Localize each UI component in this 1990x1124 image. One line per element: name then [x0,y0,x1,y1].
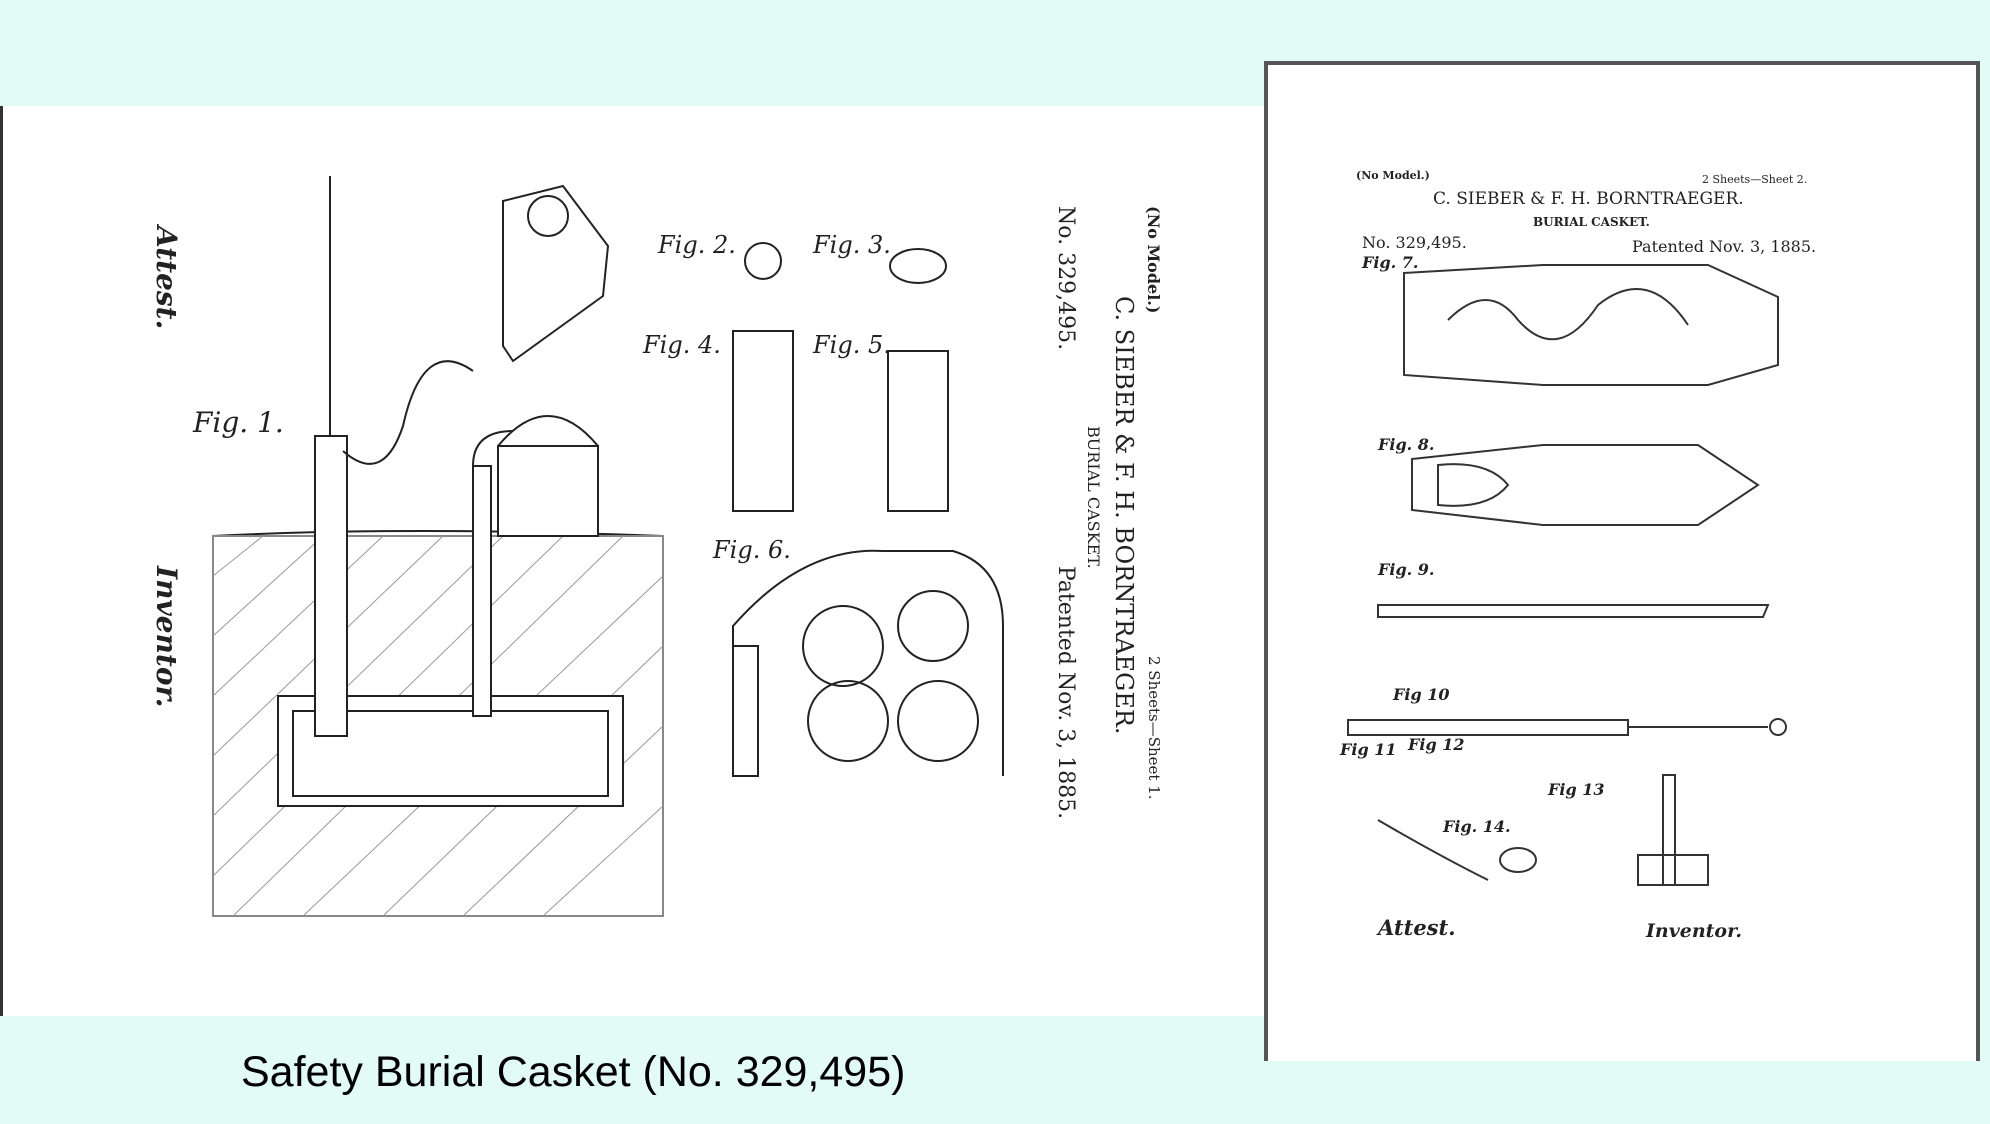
no-model-label: (No Model.) [1356,169,1430,182]
sheets-label: 2 Sheets—Sheet 1. [1145,656,1163,800]
fig-3-label: Fig. 3. [813,231,891,259]
fig-6-label: Fig. 6. [713,536,791,564]
fig-5-label: Fig. 5. [813,331,891,359]
title-heading: BURIAL CASKET. [1533,215,1650,229]
fig-11-label: Fig 11 [1340,740,1397,759]
fig-10-label: Fig 10 [1393,685,1450,704]
figure-drawings-sheet-1 [212,176,1004,917]
inventors-heading: C. SIEBER & F. H. BORNTRAEGER. [1433,189,1744,209]
inventor-label: Inventor. [1646,920,1742,942]
fig-4-label: Fig. 4. [643,331,721,359]
patent-date: Patented Nov. 3, 1885. [1053,566,1078,820]
patent-sheet-2: (No Model.) 2 Sheets—Sheet 2. C. SIEBER … [1264,61,1980,1061]
no-model-label: (No Model.) [1144,206,1163,314]
fig-8-label: Fig. 8. [1378,435,1435,454]
fig-14-label: Fig. 14. [1443,817,1511,836]
caption: Safety Burial Casket (No. 329,495) [241,1048,906,1096]
fig-7-label: Fig. 7. [1362,253,1419,272]
patent-number: No. 329,495. [1053,206,1078,351]
patent-sheet-1: Fig. 1. Fig. 2. Fig. 3. Fig. 4. Fig. 5. … [0,106,1266,1096]
fig-1-label: Fig. 1. [193,406,284,439]
patent-date: Patented Nov. 3, 1885. [1632,237,1817,256]
figure-drawings-sheet-2 [1347,264,1787,886]
sheets-label: 2 Sheets—Sheet 2. [1702,173,1808,186]
fig-12-label: Fig 12 [1408,735,1465,754]
inventors-heading: C. SIEBER & F. H. BORNTRAEGER. [1110,296,1138,735]
title-heading: BURIAL CASKET. [1084,426,1103,569]
fig-9-label: Fig. 9. [1378,560,1435,579]
patent-number: No. 329,495. [1362,233,1467,252]
attest-label: Attest. [1378,915,1456,940]
fig-13-label: Fig 13 [1548,780,1605,799]
fig-2-label: Fig. 2. [658,231,736,259]
inventor-label: Inventor. [150,566,183,708]
attest-label: Attest. [150,226,183,330]
